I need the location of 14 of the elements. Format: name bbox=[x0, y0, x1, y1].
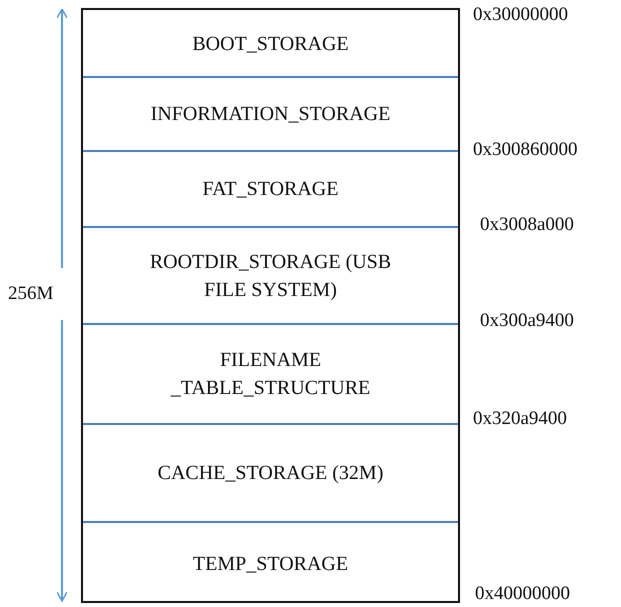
region-label: CACHE_STORAGE (32M) bbox=[156, 461, 384, 486]
address-label: 0x40000000 bbox=[475, 582, 570, 606]
dimension-label: 256M bbox=[8, 282, 54, 306]
address-label: 0x300860000 bbox=[473, 138, 578, 162]
region-label: ROOTDIR_STORAGE (USB FILE SYSTEM) bbox=[148, 250, 392, 302]
region-label: FILENAME _TABLE_STRUCTURE bbox=[170, 348, 372, 401]
region-label: BOOT_STORAGE bbox=[191, 32, 350, 56]
region-label: TEMP_STORAGE bbox=[192, 552, 350, 576]
address-label: 0x320a9400 bbox=[473, 407, 567, 431]
address-label: 0x3008a000 bbox=[480, 213, 574, 237]
region-label: INFORMATION_STORAGE bbox=[150, 102, 392, 127]
region-label: FAT_STORAGE bbox=[202, 177, 340, 202]
address-label: 0x300a9400 bbox=[480, 309, 574, 333]
address-label: 0x30000000 bbox=[473, 3, 568, 27]
